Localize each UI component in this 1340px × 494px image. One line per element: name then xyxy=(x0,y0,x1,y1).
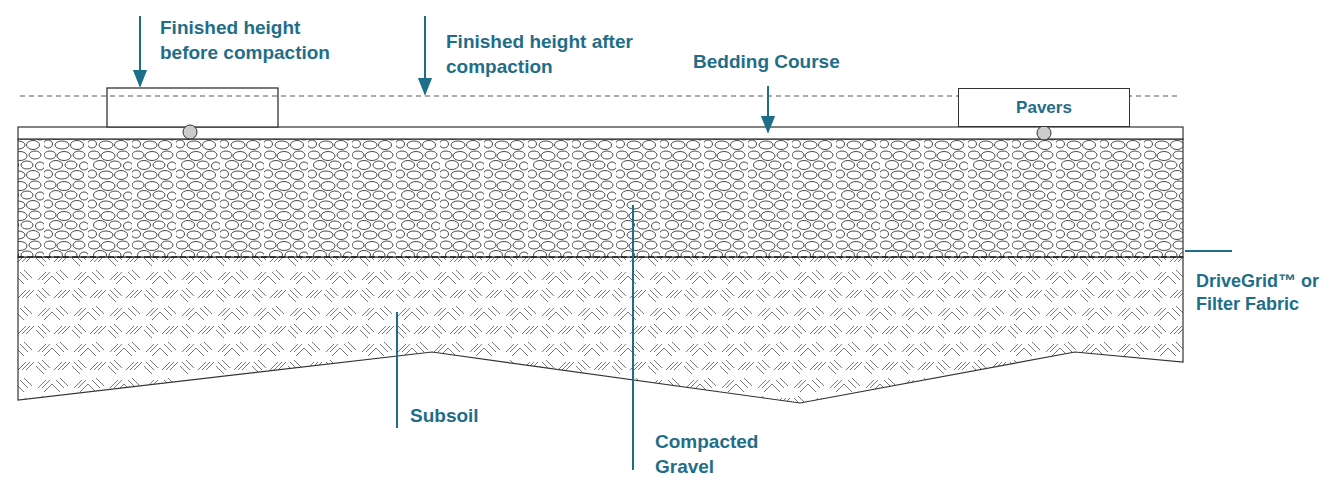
paver-block: Pavers xyxy=(958,88,1130,127)
callout-label: Finished height after compaction xyxy=(446,30,636,79)
callout-label: Compacted Gravel xyxy=(655,430,775,479)
callout-label: Subsoil xyxy=(410,404,550,429)
callout-label: DriveGrid™ or Filter Fabric xyxy=(1196,270,1334,317)
callout-label: Bedding Course xyxy=(693,50,913,75)
callout-label: Finished height before compaction xyxy=(160,16,350,65)
part-label: Pavers xyxy=(1016,98,1072,118)
